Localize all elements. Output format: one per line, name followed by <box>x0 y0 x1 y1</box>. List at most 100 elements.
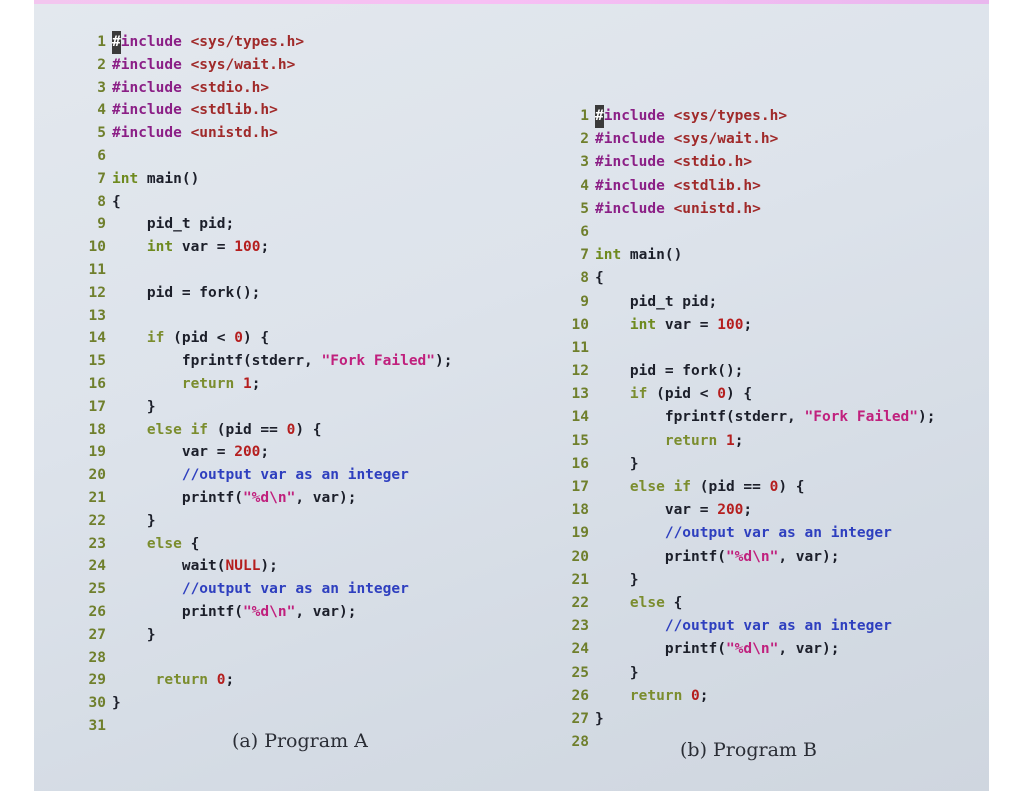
code-token-control: return <box>629 687 683 704</box>
code-token-text <box>595 688 630 704</box>
line-number: 20 <box>571 548 589 565</box>
code-token-text <box>595 618 665 634</box>
code-token-header: <stdlib.h> <box>673 177 761 194</box>
code-token-control: else <box>629 594 665 611</box>
code-token-text: { <box>112 193 121 210</box>
code-text: var = 200; <box>595 499 752 522</box>
code-token-text <box>717 433 726 449</box>
line-number: 4 <box>580 177 589 194</box>
code-token-header: <unistd.h> <box>673 200 761 217</box>
code-text: //output var as an integer <box>595 615 892 638</box>
code-line: 20 printf("%d\n", var); <box>565 546 935 569</box>
code-token-number: 100 <box>717 316 744 333</box>
code-text: //output var as an integer <box>595 522 892 545</box>
code-token-header: <stdlib.h> <box>190 102 278 119</box>
code-token-text <box>595 525 665 541</box>
code-token-preprocessor: #include <box>112 31 182 54</box>
code-line: 10 int var = 100; <box>82 236 452 259</box>
code-line: 20 //output var as an integer <box>82 464 452 487</box>
line-number: 24 <box>88 558 106 575</box>
code-text: return 0; <box>595 685 709 708</box>
code-line: 14 if (pid < 0) { <box>82 327 452 350</box>
code-line: 29 return 0; <box>82 669 452 692</box>
code-token-text: } <box>595 571 639 588</box>
text-cursor: # <box>595 105 604 129</box>
code-text: //output var as an integer <box>112 578 409 601</box>
code-text: } <box>595 569 639 592</box>
code-token-text <box>112 536 147 552</box>
code-token-preprocessor: #include <box>595 177 665 194</box>
code-token-text: pid = fork(); <box>595 363 744 380</box>
line-number: 26 <box>88 603 106 620</box>
line-number: 19 <box>571 525 589 542</box>
code-line: 8{ <box>82 191 452 214</box>
code-text: printf("%d\n", var); <box>112 601 357 624</box>
code-line: 13 <box>82 305 452 328</box>
code-line: 12 pid = fork(); <box>82 282 452 305</box>
code-text: } <box>112 510 156 533</box>
code-token-text <box>665 154 674 170</box>
code-text: int var = 100; <box>595 314 752 337</box>
code-token-header: <stdio.h> <box>190 79 270 96</box>
code-line: 4 #include <stdlib.h> <box>565 175 935 198</box>
code-line: 25 } <box>565 662 935 685</box>
code-token-text <box>595 595 630 611</box>
code-token-control: return <box>664 432 718 449</box>
code-line: 17 } <box>82 396 452 419</box>
code-text: wait(NULL); <box>112 555 278 578</box>
code-line: 28 <box>565 731 935 754</box>
code-line: 1#include <sys/types.h> <box>82 31 452 54</box>
code-token-text: } <box>595 710 604 727</box>
code-line: 24 wait(NULL); <box>82 555 452 578</box>
code-token-preprocessor: #include <box>595 105 665 129</box>
code-line: 22 else { <box>565 592 935 615</box>
line-number: 20 <box>88 467 106 484</box>
line-number: 23 <box>88 535 106 552</box>
line-number: 16 <box>571 455 589 472</box>
code-text: #include <sys/types.h> <box>595 105 787 129</box>
code-token-rest: include <box>120 34 182 50</box>
code-token-text <box>595 479 630 495</box>
line-number: 27 <box>88 626 106 643</box>
code-text: else { <box>112 533 199 556</box>
code-line: 18 else if (pid == 0) { <box>82 419 452 442</box>
code-token-control: else <box>146 535 182 552</box>
code-text: int main() <box>595 244 682 267</box>
code-token-text <box>595 386 630 402</box>
code-token-text <box>182 34 191 50</box>
line-number: 2 <box>580 131 589 148</box>
code-token-string: "%d\n" <box>725 641 779 658</box>
code-token-keyword: int <box>629 316 657 333</box>
code-text: #include <sys/wait.h> <box>595 128 778 151</box>
code-token-text: ) { <box>778 479 805 495</box>
line-number: 26 <box>571 687 589 704</box>
line-number: 7 <box>97 170 106 187</box>
code-token-text: , var); <box>778 548 840 565</box>
code-text: fprintf(stderr, "Fork Failed"); <box>112 350 453 373</box>
code-text: else if (pid == 0) { <box>112 419 322 442</box>
code-token-text: (pid == <box>691 479 770 495</box>
code-token-text: } <box>595 664 639 681</box>
code-text: #include <stdlib.h> <box>112 99 278 122</box>
code-token-number: 1 <box>725 432 735 449</box>
code-token-text: } <box>112 512 156 529</box>
code-token-preprocessor: #include <box>112 56 182 73</box>
code-token-text <box>182 57 191 73</box>
line-number: 9 <box>97 216 106 233</box>
program-b-caption: (b) Program B <box>680 739 817 761</box>
code-token-text: , var); <box>778 641 840 658</box>
code-token-preprocessor: #include <box>595 154 665 171</box>
line-number: 3 <box>97 79 106 96</box>
code-token-text <box>112 239 147 255</box>
program-a-caption: (a) Program A <box>232 730 368 752</box>
code-token-number: 200 <box>234 444 261 461</box>
code-token-preprocessor: #include <box>595 131 665 148</box>
code-text: #include <unistd.h> <box>595 198 761 221</box>
code-token-text: printf( <box>112 603 243 620</box>
code-token-control: else if <box>629 479 692 495</box>
line-number: 3 <box>580 154 589 171</box>
code-text: int var = 100; <box>112 236 269 259</box>
code-token-text <box>112 376 182 392</box>
code-token-text: ; <box>743 502 753 519</box>
code-token-text: } <box>112 398 156 415</box>
